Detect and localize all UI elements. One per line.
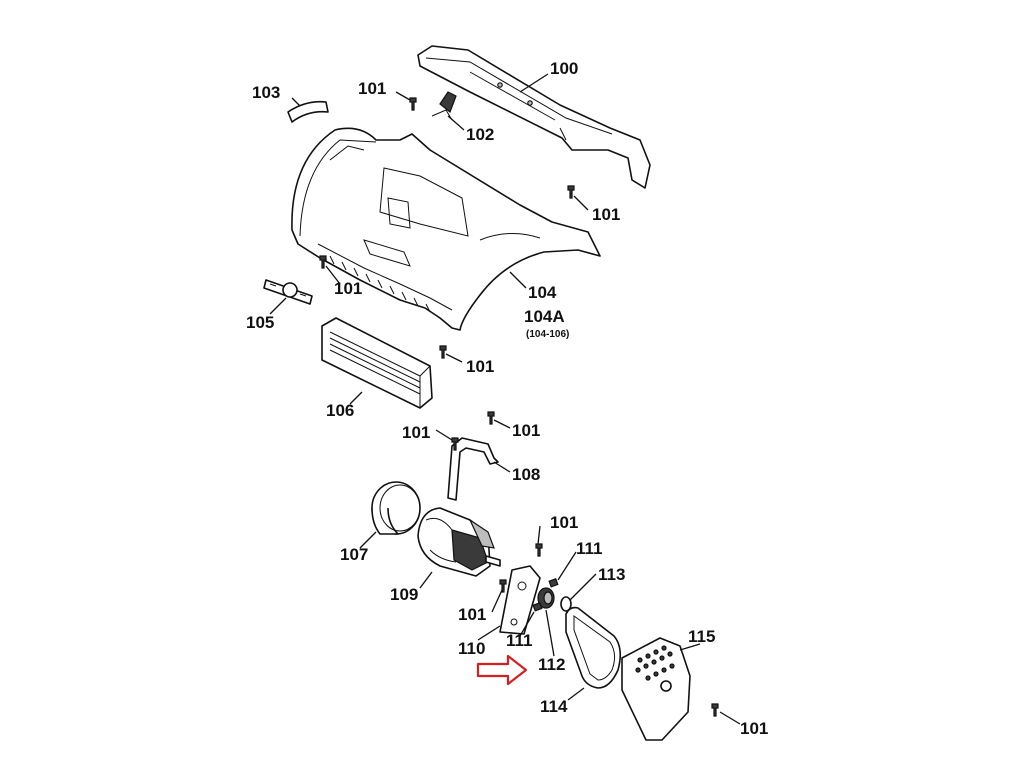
label-114: 114 [540,697,568,716]
part-108-bracket [447,437,499,501]
part-100-handle [417,45,651,189]
part-106-grille [321,317,433,409]
part-109-motor [417,507,501,577]
part-101-screws [319,97,719,717]
label-101-a: 101 [358,79,387,98]
label-108: 108 [512,465,541,484]
label-100: 100 [550,59,579,78]
label-101-g: 101 [550,513,579,532]
label-105: 105 [246,313,275,332]
part-104-housing [291,127,601,331]
highlight-arrow [476,654,528,686]
label-102: 102 [466,125,495,144]
part-113-washer [560,596,572,612]
label-106: 106 [326,401,355,420]
part-111-nuts [532,578,559,612]
part-114-belt [565,606,622,689]
label-109: 109 [390,585,419,604]
label-111-b: 111 [506,631,533,650]
part-110-mount-plate [499,565,541,635]
leader-lines [269,73,741,725]
label-115: 115 [688,627,716,646]
label-104a: 104A [524,307,565,326]
label-101-f: 101 [512,421,541,440]
label-104: 104 [528,283,557,302]
label-113: 113 [598,565,626,584]
part-115-cover [621,637,691,741]
part-103-label-plate [287,100,329,123]
label-101-d: 101 [466,357,495,376]
part-112-pulley [537,587,555,609]
label-101-b: 101 [592,205,621,224]
label-101-e: 101 [402,423,431,442]
label-112: 112 [538,655,566,674]
label-101-i: 101 [740,719,769,738]
label-111-a: 111 [576,539,603,558]
part-105-connector [263,279,313,305]
label-104a-note: (104-106) [526,329,570,340]
part-107-ring [371,481,421,535]
label-107: 107 [340,545,369,564]
label-110: 110 [458,639,486,658]
part-102-switch [431,91,457,121]
label-101-c: 101 [334,279,363,298]
label-101-h: 101 [458,605,487,624]
label-103: 103 [252,83,281,102]
